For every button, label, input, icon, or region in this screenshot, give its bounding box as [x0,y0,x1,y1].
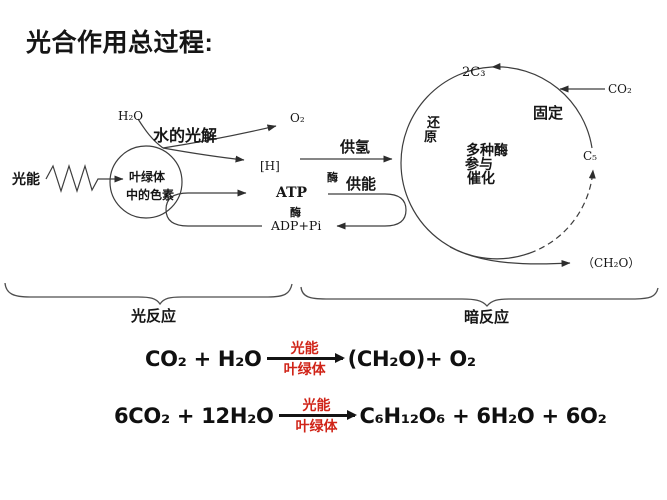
reduction-label-top: 还 [426,115,441,130]
supply-energy-label: 供能 [345,175,376,193]
page-title: 光合作用总过程: [26,29,214,57]
light-reaction-brace [4,282,293,306]
enzymes-label-line3: 催化 [467,170,495,186]
o2-label: O₂ [290,111,305,125]
eq2-chloroplast-label: 叶绿体 [295,418,338,435]
eq1-reaction-arrow [266,353,345,364]
water-photolysis-label: 水的光解 [153,126,217,145]
h2o-label: H₂O [118,109,143,123]
h2o-input-curve [137,118,164,149]
ch2o-output-arrow [449,246,571,267]
o2-arrow [162,124,277,149]
h-carrier-label: [H] [260,159,280,173]
eq1-lhs: CO₂ + H₂O [145,346,262,371]
enzymes-label-line2: 参与 [465,156,493,172]
reduction-label-bottom: 原 [424,129,437,144]
atp-regeneration-loop [165,189,262,227]
adp-pi-label: ADP+Pi [270,218,321,233]
eq1-rhs: (CH₂O)+ O₂ [347,346,477,371]
eq2-condition-arrow: 光能 叶绿体 [278,397,357,435]
eq1-condition-arrow: 光能 叶绿体 [266,340,345,378]
eq2-light-energy-label: 光能 [302,397,331,413]
light-energy-label: 光能 [11,171,40,187]
light-reaction-label: 光反应 [130,307,176,325]
equation-1: CO₂ + H₂O 光能 叶绿体 (CH₂O)+ O₂ [145,340,476,377]
co2-cycle-label: CO₂ [608,82,632,96]
light-energy-zigzag-arrow [45,163,124,193]
dark-reaction-label: 暗反应 [464,308,509,326]
ch2o-label: （CH₂O） [582,256,640,270]
supply-hydrogen-label: 供氢 [339,138,370,156]
h-carrier-arrow [162,147,245,163]
calvin-cycle-arc-main [400,66,531,260]
fixation-arc-arrow [491,63,593,149]
eq1-chloroplast-label: 叶绿体 [283,361,326,378]
chloroplast-label-line1: 叶绿体 [129,169,166,184]
eq2-reaction-arrow [278,410,357,421]
eq2-rhs: C₆H₁₂O₆ + 6H₂O + 6O₂ [359,403,607,428]
enzyme-label-mid: 酶 [327,170,338,184]
eq2-lhs: 6CO₂ + 12H₂O [114,403,274,428]
c3-label: 2C₃ [462,65,485,80]
atp-consumption-loop [328,193,407,230]
fixation-label: 固定 [533,104,563,122]
c5-regeneration-dashed-arrow [529,169,596,254]
atp-label: ATP [275,185,308,201]
enzymes-label-line1: 多种酶 [466,142,508,158]
enzyme-label-atp: 酶 [290,205,301,219]
c5-label: C₅ [583,149,597,163]
dark-reaction-brace [300,286,659,308]
chloroplast-label-line2: 中的色素 [126,187,174,202]
chloroplast-circle [109,145,183,219]
eq1-light-energy-label: 光能 [290,340,319,356]
equation-2: 6CO₂ + 12H₂O 光能 叶绿体 C₆H₁₂O₆ + 6H₂O + 6O₂ [114,397,607,434]
